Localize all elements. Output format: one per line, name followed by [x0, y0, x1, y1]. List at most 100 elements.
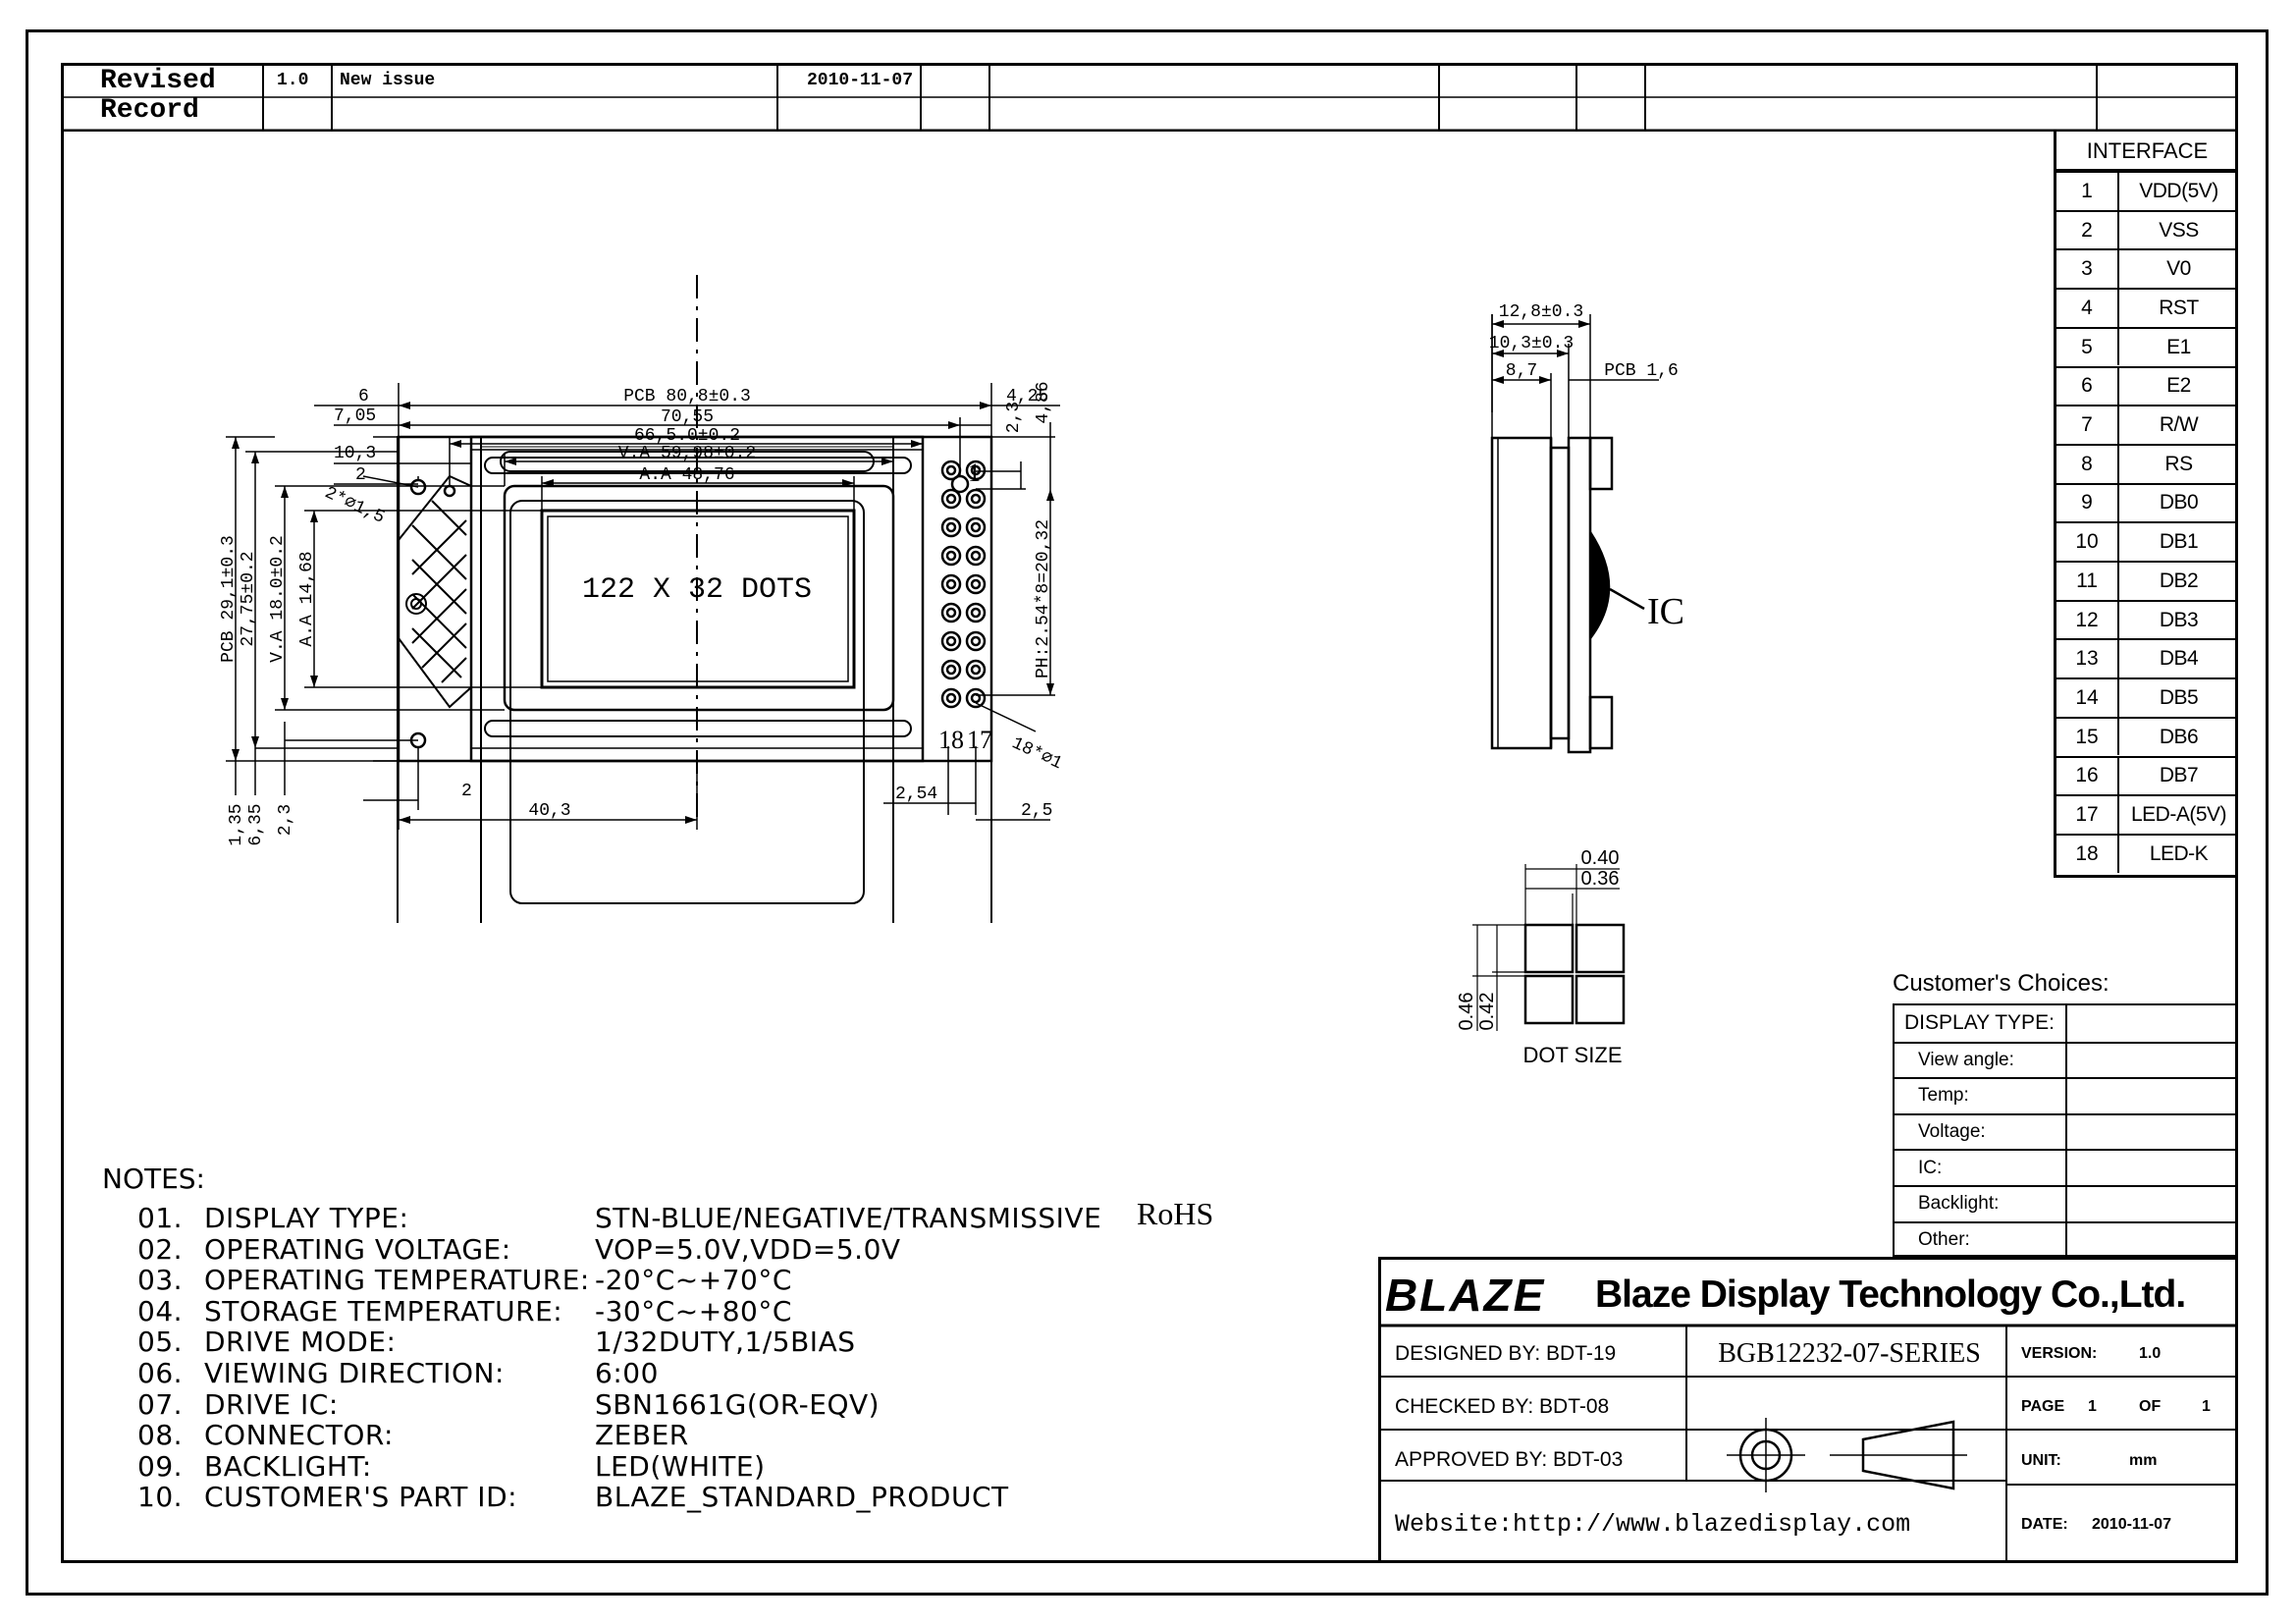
pin-name: DB3 [2159, 608, 2199, 631]
dim-2: 2 [355, 465, 366, 485]
interface-title: INTERFACE [2056, 132, 2238, 171]
company-logo: BLAZE [1385, 1268, 1545, 1323]
note-value: 1/32DUTY,1/5BIAS [595, 1326, 856, 1359]
pin-number: 2 [2056, 211, 2119, 249]
note-label: DRIVE IC: [204, 1387, 339, 1421]
note-number: 04. [137, 1294, 184, 1327]
pin-number: 17 [2056, 796, 2119, 834]
pin-name: RS [2164, 452, 2193, 475]
connector-pin-drill [970, 578, 982, 590]
outer-frame [26, 29, 2269, 1596]
note-number: 07. [137, 1387, 184, 1421]
note-value: STN-BLUE/NEGATIVE/TRANSMISSIVE [595, 1202, 1102, 1234]
note-label: OPERATING TEMPERATURE: [204, 1264, 590, 1297]
date-value: 2010-11-07 [2092, 1516, 2171, 1533]
pin-number: 14 [2056, 679, 2119, 717]
interface-row: 11 DB2 [2056, 561, 2238, 600]
connector-pin-drill [945, 550, 957, 562]
dim-va-height: V.A 18.0±0.2 [268, 535, 288, 663]
customer-choice-row: Temp: [1895, 1077, 2238, 1113]
connector-pin-drill [970, 664, 982, 676]
connector-pin-hole [940, 488, 962, 510]
revision-version: 1.0 [277, 71, 309, 90]
lcm-side-view: 12,8±0.3 10,3±0.3 8,7 PCB 1,6 IC [1489, 302, 1684, 754]
connector-pin-hole [940, 659, 962, 680]
connector-pin-hole [965, 687, 987, 709]
connector-pin-drill [945, 635, 957, 647]
rohs-mark: RoHS [1137, 1196, 1214, 1231]
connector-pin-drill [945, 464, 957, 476]
pin-name: DB7 [2159, 764, 2199, 787]
dot-width-0-36: 0.36 [1581, 868, 1620, 890]
pin-name: RST [2159, 296, 2199, 319]
viewing-area [503, 484, 895, 712]
pin-name: E2 [2166, 374, 2191, 398]
connector-pin-drill [945, 493, 957, 505]
note-label: VIEWING DIRECTION: [204, 1357, 505, 1389]
customer-choice-row: Other: [1895, 1220, 2238, 1258]
designed-by: DESIGNED BY: BDT-19 [1395, 1342, 1617, 1365]
pin-1-label: 1 [968, 459, 981, 487]
pin-number: 1 [2056, 173, 2119, 210]
unit-label: UNIT: [2021, 1452, 2061, 1469]
pin-number: 12 [2056, 601, 2119, 639]
pin-17-label: 17 [967, 726, 992, 754]
pin-name: DB4 [2159, 647, 2199, 671]
connector-pin-hole [965, 659, 987, 680]
pin-number: 11 [2056, 563, 2119, 600]
unit-value: mm [2129, 1452, 2158, 1469]
dim-2-3-bottom: 2,3 [276, 804, 295, 836]
note-value: ZEBER [595, 1419, 689, 1452]
title-block: BLAZE Blaze Display Technology Co.,Ltd. … [1378, 1257, 2238, 1563]
company-name: Blaze Display Technology Co.,Ltd. [1595, 1273, 2186, 1316]
side-dim-12-8: 12,8±0.3 [1499, 302, 1583, 322]
connector-pin-hole [965, 573, 987, 595]
customer-choices-table: DISPLAY TYPE:View angle:Temp:Voltage:IC:… [1893, 1003, 2238, 1257]
pin-number: 5 [2056, 328, 2119, 366]
connector-pin-drill [945, 692, 957, 704]
customer-choice-label: IC: [1918, 1157, 1943, 1178]
inner-frame [61, 63, 2238, 1563]
dim-70-55: 70,55 [661, 407, 714, 427]
dim-4-25: 4,25 [1006, 387, 1048, 406]
note-value: VOP=5.0V,VDD=5.0V [595, 1232, 901, 1266]
revision-record: Revised Record 1.0 New issue 2010-11-07 [61, 63, 2238, 132]
pin-number: 4 [2056, 290, 2119, 327]
dim-pin-hole: 18*∅1 [1008, 733, 1064, 774]
connector-pin-hole [940, 516, 962, 538]
connector-pin-drill [970, 521, 982, 533]
interface-row: 8 RS [2056, 443, 2238, 483]
connector-pin-hole [940, 460, 962, 481]
note-number: 09. [137, 1449, 184, 1483]
interface-row: 12 DB3 [2056, 599, 2238, 639]
pin-name: VDD(5V) [2139, 179, 2218, 202]
connector-pin-hole [965, 630, 987, 652]
connector-pin-drill [970, 464, 982, 476]
connector-pin-drill [945, 607, 957, 619]
note-label: DISPLAY TYPE: [204, 1202, 409, 1234]
note-value: BLAZE_STANDARD_PRODUCT [595, 1481, 1009, 1514]
connector-pin-drill [945, 578, 957, 590]
customer-choice-label: Other: [1918, 1228, 1970, 1250]
dim-1-35: 1,35 [227, 803, 246, 845]
connector-pin-hole [940, 630, 962, 652]
ic-label: IC [1647, 591, 1684, 632]
connector-pin-hole [940, 687, 962, 709]
note-number: 05. [137, 1326, 184, 1359]
of-value: 1 [2202, 1398, 2211, 1415]
interface-row: 4 RST [2056, 288, 2238, 327]
pin-number: 8 [2056, 445, 2119, 483]
pin-number: 10 [2056, 523, 2119, 561]
pin-name: R/W [2159, 413, 2199, 437]
dim-pitch: PH:2.54*8=20,32 [1034, 519, 1053, 678]
logo-text: BLAZE [1385, 1270, 1546, 1321]
pin-number: 18 [2056, 835, 2119, 873]
pin-name: DB2 [2159, 568, 2199, 592]
